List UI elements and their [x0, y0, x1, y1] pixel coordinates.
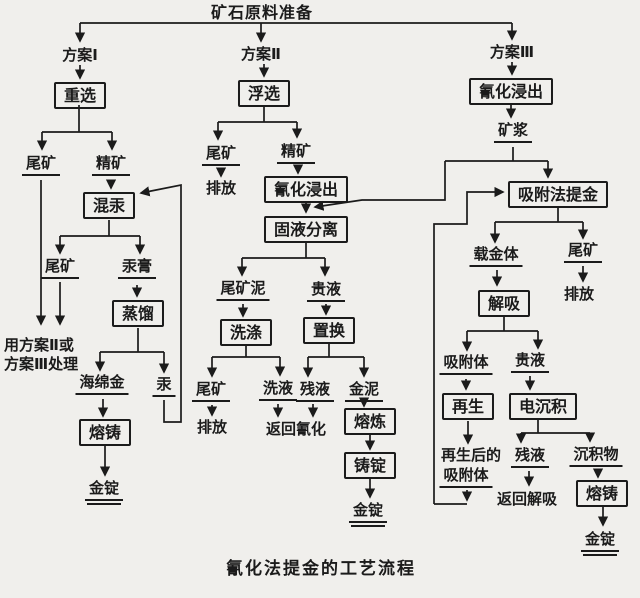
diagram-caption: 氰化法提金的工艺流程 — [226, 559, 416, 579]
mercury-recycle-line — [139, 183, 182, 423]
label-discharge-washing: 排放 — [196, 418, 228, 436]
note-treat-with-plan2-line1: 用方案Ⅱ或 — [4, 336, 74, 354]
label-tailings-washing: 尾矿 — [191, 380, 231, 403]
label-discharge-adsorption: 排放 — [563, 285, 595, 303]
box-displacement: 置换 — [302, 317, 356, 345]
regenerated-adsorbent-return-line — [433, 186, 505, 504]
note-return-cyanidation: 返回氰化 — [265, 420, 327, 438]
box-cyanide-leach-plan2: 氰化浸出 — [263, 176, 349, 204]
label-discharge-flotation: 排放 — [205, 179, 237, 197]
label-tailings-slime: 尾矿泥 — [216, 279, 270, 302]
box-flotation: 浮选 — [237, 80, 291, 108]
box-washing: 洗涤 — [219, 319, 273, 347]
label-gold-mud: 金泥 — [344, 380, 384, 403]
label-tailings-adsorption: 尾矿 — [563, 241, 603, 264]
box-desorption: 解吸 — [477, 290, 531, 318]
box-smelting: 熔炼 — [343, 408, 397, 436]
box-melt-cast-left: 熔铸 — [78, 419, 132, 447]
box-melt-cast-right: 熔铸 — [575, 480, 629, 508]
label-pulp: 矿浆 — [493, 121, 533, 144]
diagram-title: 矿石原料准备 — [210, 3, 314, 22]
label-adsorbent: 吸附体 — [439, 353, 493, 376]
label-wash-liquor: 洗液 — [258, 379, 298, 402]
label-tailings-amalgamation: 尾矿 — [40, 257, 80, 280]
label-concentrate-plan1: 精矿 — [91, 154, 131, 177]
box-ingot-casting: 铸锭 — [343, 452, 397, 480]
label-loaded-carrier: 载金体 — [469, 245, 523, 268]
box-regeneration: 再生 — [441, 393, 495, 421]
box-distillation: 蒸馏 — [111, 300, 165, 328]
label-sponge-gold: 海绵金 — [75, 373, 129, 396]
label-plan-2: 方案Ⅱ — [241, 45, 281, 63]
label-deposit: 沉积物 — [569, 445, 623, 468]
label-gold-ingot-right: 金锭 — [580, 530, 620, 557]
pulp-to-separation-line — [313, 161, 446, 211]
box-electrodeposition: 电沉积 — [508, 393, 578, 421]
label-pregnant-solution-plan3: 贵液 — [510, 351, 550, 374]
label-concentrate-flotation: 精矿 — [276, 142, 316, 165]
label-residual-solution-plan2: 残液 — [295, 380, 335, 403]
box-adsorption-extraction: 吸附法提金 — [507, 181, 609, 209]
box-solid-liquid-separation: 固液分离 — [263, 216, 349, 244]
label-mercury: 汞 — [152, 375, 176, 398]
label-mercury-paste: 汞膏 — [117, 257, 157, 280]
label-pregnant-solution-plan2: 贵液 — [306, 280, 346, 303]
box-gravity-separation: 重选 — [53, 82, 107, 110]
label-plan-1: 方案Ⅰ — [62, 46, 98, 64]
label-regenerated-adsorbent-line2: 吸附体 — [439, 466, 493, 489]
box-cyanide-leach-plan3: 氰化浸出 — [468, 78, 554, 106]
label-gold-ingot-left: 金锭 — [84, 479, 124, 506]
label-tailings-plan1: 尾矿 — [21, 154, 61, 177]
note-return-desorption: 返回解吸 — [496, 490, 558, 508]
label-regenerated-adsorbent-line1: 再生后的 — [440, 446, 502, 464]
label-plan-3: 方案Ⅲ — [489, 43, 535, 61]
label-gold-ingot-middle: 金锭 — [348, 501, 388, 528]
label-tailings-flotation: 尾矿 — [201, 144, 241, 167]
box-amalgamation: 混汞 — [82, 192, 136, 220]
label-residual-solution-plan3: 残液 — [510, 446, 550, 469]
note-treat-with-plan3-line2: 方案Ⅲ处理 — [4, 355, 79, 373]
